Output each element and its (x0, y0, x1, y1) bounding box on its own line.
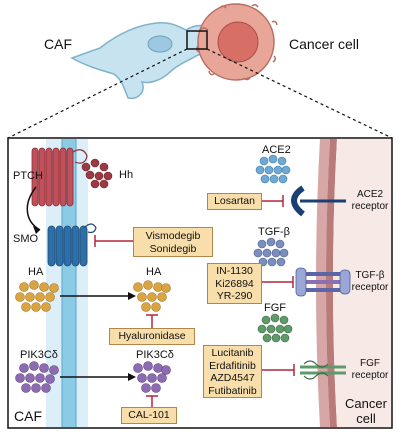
pik3-left-label: PIK3Cδ (20, 349, 58, 361)
pik3-left-cluster (15, 361, 59, 393)
ha-right-label: HA (146, 266, 162, 278)
tgfb-receptor-line1: TGF-β (355, 270, 385, 281)
fgf-ligand-cluster (257, 313, 293, 343)
drug-lucitanib: Lucitanib (211, 347, 254, 359)
ptch-receptor (31, 147, 88, 207)
tgfb-inhibition (262, 276, 294, 288)
drug-losartan: Losartan (214, 195, 255, 207)
fgf-receptor (300, 360, 346, 380)
ha-left-label: HA (28, 266, 44, 278)
zoom-line-right (206, 48, 393, 139)
drug-vismodegib: Vismodegib (145, 230, 201, 242)
tgfb-receptor-label: TGF-β receptor (346, 270, 394, 294)
ptch-label: PTCH (13, 170, 43, 182)
tgfb-inhibitor-box: IN-1130 Ki26894 YR-290 (207, 263, 262, 304)
pik3-right-cluster (133, 361, 171, 393)
drug-cal-101: CAL-101 (128, 409, 170, 421)
caf-region-label: CAF (14, 408, 42, 424)
fgf-receptor-line1: FGF (360, 358, 380, 369)
drug-ki26894: Ki26894 (215, 277, 254, 290)
ace2-inhibition (262, 195, 284, 207)
cancer-cell-illustration (195, 3, 278, 81)
caf-membrane (9, 139, 88, 427)
cancer-cell-region-label: Cancer cell (342, 396, 390, 426)
fgf-ligand-label: FGF (264, 302, 286, 314)
cancer-cell-title: Cancer cell (289, 36, 360, 52)
fgf-inhibition (262, 364, 295, 376)
ace2-receptor (291, 185, 346, 217)
drug-erdafitinib: Erdafitinib (209, 359, 256, 372)
drug-sonidegib: Sonidegib (149, 242, 197, 255)
ace2-ligand-cluster (255, 154, 291, 184)
smo-inhibitor-box: Vismodegib Sonidegib (133, 227, 213, 257)
cancer-cell-region-line2: cell (356, 411, 376, 426)
ace2-ligand-label: ACE2 (262, 144, 291, 156)
tgfb-receptor (295, 267, 351, 297)
fgf-receptor-label: FGF receptor (346, 358, 394, 382)
tgfb-ligand-label: TGF-β (258, 226, 290, 238)
ptch-to-smo-arrow (26, 186, 41, 231)
zoom-box (186, 30, 208, 50)
drug-in-1130: IN-1130 (216, 265, 253, 277)
ha-right-cluster (133, 280, 171, 312)
hh-ligand-cluster (81, 158, 113, 189)
pik3-right-label: PIK3Cδ (136, 349, 174, 361)
pik3-inhibition (146, 395, 158, 407)
ace2-receptor-line1: ACE2 (356, 189, 384, 200)
ace2-receptor-line2: receptor (351, 201, 389, 212)
fgf-inhibitor-box: Lucitanib Erdafitinib AZD4547 Futibatini… (203, 345, 262, 398)
drug-yr-290: YR-290 (216, 290, 253, 303)
smo-inhibition (94, 235, 133, 247)
tgfb-ligand-cluster (253, 237, 289, 267)
pik3-inhibitor-box: CAL-101 (121, 407, 177, 424)
drug-azd4547: AZD4547 (210, 372, 255, 385)
fgf-receptor-line2: receptor (351, 370, 389, 381)
ha-left-cluster (15, 280, 59, 312)
ha-inhibitor-box: Hyaluronidase (109, 328, 195, 345)
tgfb-receptor-line2: receptor (351, 282, 389, 293)
caf-cell-illustration (70, 21, 213, 100)
drug-futibatinib: Futibatinib (208, 384, 257, 397)
caf-title: CAF (44, 36, 72, 52)
drug-hyaluronidase: Hyaluronidase (118, 330, 186, 342)
ace2-inhibitor-box: Losartan (207, 193, 262, 210)
smo-label: SMO (13, 233, 39, 245)
hh-label: Hh (119, 169, 134, 181)
ha-inhibition (146, 314, 158, 328)
ace2-receptor-label: ACE2 receptor (346, 189, 394, 213)
smo-receptor (47, 223, 97, 267)
cancer-cell-region-line1: Cancer (345, 396, 387, 411)
